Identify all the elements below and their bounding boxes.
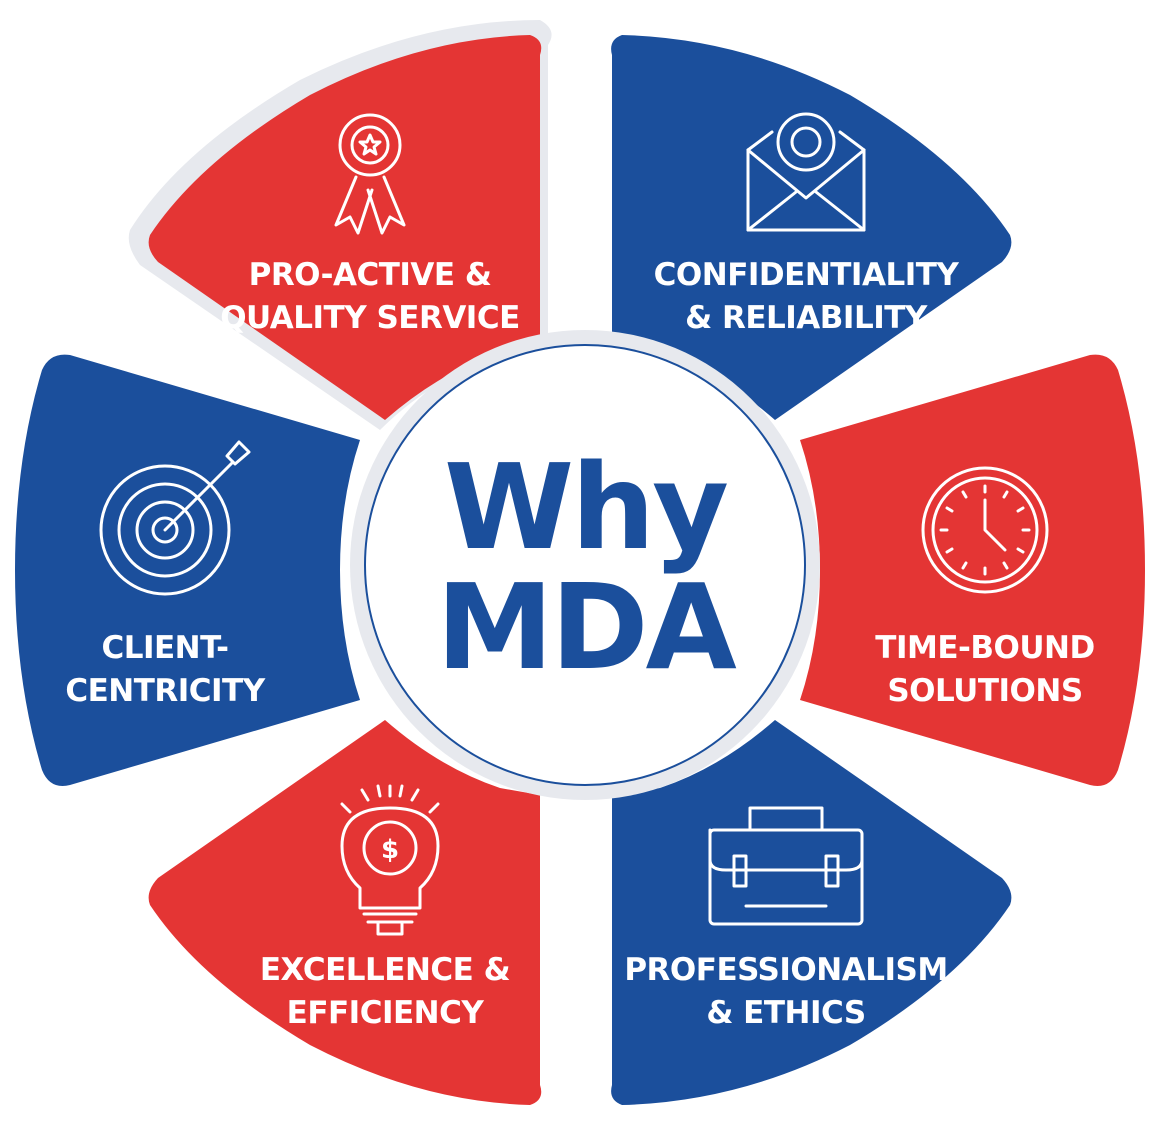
segment-label-line2: SOLUTIONS [887, 673, 1082, 709]
svg-text:$: $ [381, 835, 399, 865]
segment-label-line2: & RELIABILITY [685, 300, 928, 336]
lightbulb-dollar-icon: $ [340, 784, 440, 936]
clock-icon [921, 466, 1049, 594]
segment-label-line1: EXCELLENCE & [260, 952, 510, 988]
segment-client-centricity: CLIENT- CENTRICITY [15, 354, 360, 786]
segment-shape-blue [611, 35, 1012, 420]
segment-shape-red [148, 720, 542, 1105]
segment-shape-red [148, 35, 542, 420]
segment-confidentiality-reliability: CONFIDENTIALITY & RELIABILITY [611, 35, 1012, 420]
envelope-gear-icon [746, 112, 866, 232]
segment-label-line1: PRO-ACTIVE & [249, 257, 492, 293]
segment-label-line1: CONFIDENTIALITY [654, 257, 960, 293]
segment-professionalism-ethics: PROFESSIONALISM & ETHICS [611, 720, 1012, 1105]
segment-label-line2: EFFICIENCY [287, 995, 485, 1031]
segment-label-line2: & ETHICS [706, 995, 865, 1031]
center-hub: Why MDA [350, 330, 820, 800]
segment-excellence-efficiency: $ EXCELLENCE & EFFICIENCY [148, 720, 542, 1105]
segment-shape-blue [611, 720, 1012, 1105]
award-ribbon-icon [334, 113, 406, 235]
segment-label-line1: PROFESSIONALISM [624, 952, 947, 988]
briefcase-icon [708, 806, 864, 926]
center-title-line1: Why [444, 438, 727, 576]
segment-label-line2: QUALITY SERVICE [220, 300, 520, 336]
target-dart-icon [99, 440, 251, 596]
center-circle [364, 344, 806, 786]
segment-proactive-quality: PRO-ACTIVE & QUALITY SERVICE [128, 20, 552, 430]
center-title-line2: MDA [436, 558, 736, 696]
segment-label-line1: CLIENT- [101, 630, 228, 666]
segment-label-line1: TIME-BOUND [875, 630, 1094, 666]
segment-label-line2: CENTRICITY [65, 673, 265, 709]
segment-time-bound: TIME-BOUND SOLUTIONS [800, 354, 1145, 786]
segment-shape-red [800, 354, 1145, 786]
